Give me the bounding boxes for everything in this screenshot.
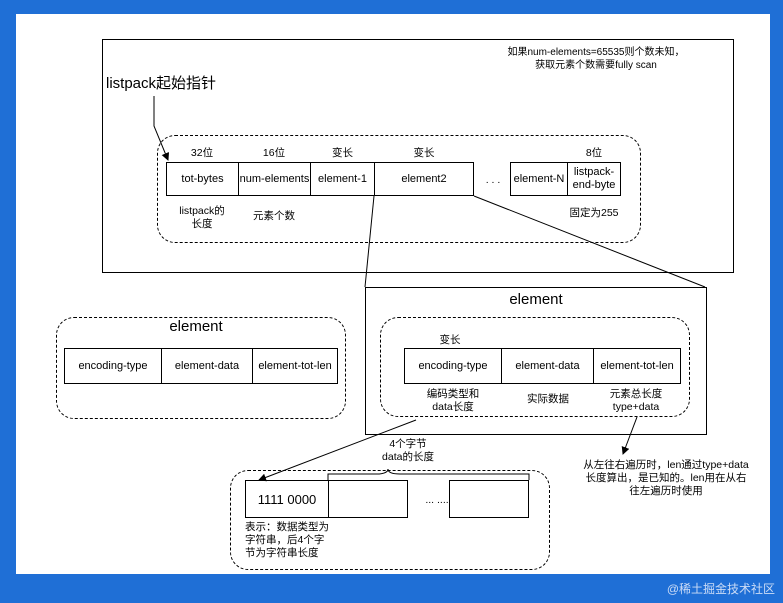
bytes-brace-label: 4个字节 data的长度 bbox=[382, 438, 434, 463]
width-label-numelements: 16位 bbox=[262, 147, 286, 159]
element-left-element-data: element-data bbox=[161, 348, 253, 384]
bytes-first-cell: 1111 0000 bbox=[245, 480, 329, 518]
diagram-canvas: 如果num-elements=65535则个数未知， 获取元素个数需要fully… bbox=[16, 14, 770, 574]
zoom-line-left bbox=[364, 195, 375, 288]
cell-element-n: element-N bbox=[510, 162, 568, 196]
element-right-width-label: 变长 bbox=[439, 334, 461, 346]
desc-tot-bytes: listpack的 长度 bbox=[179, 205, 225, 230]
element-left-title: element bbox=[169, 318, 223, 335]
width-label-element2: 变长 bbox=[413, 147, 435, 159]
num-elements-note: 如果num-elements=65535则个数未知， 获取元素个数需要fully… bbox=[507, 47, 685, 71]
element-right-dashed-group bbox=[380, 317, 690, 417]
listpack-frame bbox=[102, 39, 734, 273]
element-left-group bbox=[56, 317, 346, 419]
bytes-brace bbox=[327, 468, 530, 480]
pointer-arrow bbox=[153, 96, 170, 161]
bytes-dashed-group bbox=[230, 470, 550, 570]
totlen-note: 从左往右遍历时，len通过type+data 长度算出，是已知的。len用在从右… bbox=[583, 459, 749, 497]
listpack-dashed-group bbox=[157, 135, 641, 243]
element-right-desc-encoding: 编码类型和 data长度 bbox=[426, 388, 480, 413]
element-left-encoding-type: encoding-type bbox=[64, 348, 162, 384]
desc-num-elements: 元素个数 bbox=[253, 210, 295, 222]
element-right-title: element bbox=[509, 291, 563, 308]
top-ellipsis: . . . bbox=[485, 174, 501, 186]
element-right-desc-data: 实际数据 bbox=[527, 393, 569, 405]
totlen-to-note-arrow bbox=[621, 416, 638, 455]
element-right-element-tot-len: element-tot-len bbox=[593, 348, 681, 384]
cell-element-1: element-1 bbox=[310, 162, 375, 196]
element-right-encoding-type: encoding-type bbox=[404, 348, 502, 384]
width-label-element1: 变长 bbox=[332, 147, 353, 159]
desc-end-byte: 固定为255 bbox=[569, 207, 619, 219]
watermark: @稀土掘金技术社区 bbox=[666, 582, 775, 596]
connector-lines bbox=[153, 96, 706, 482]
cell-listpack-end-byte: listpack- end-byte bbox=[567, 162, 621, 196]
width-label-totbytes: 32位 bbox=[190, 147, 214, 159]
width-label-endbyte: 8位 bbox=[585, 147, 603, 159]
element-right-desc-totlen: 元素总长度 type+data bbox=[609, 388, 663, 413]
bytes-cell-last bbox=[449, 480, 529, 518]
bytes-ellipsis: ... .... bbox=[425, 494, 449, 506]
cell-element2: element2 bbox=[374, 162, 474, 196]
element-left-element-tot-len: element-tot-len bbox=[252, 348, 338, 384]
element-right-frame bbox=[365, 287, 707, 435]
bytes-cell-2 bbox=[328, 480, 408, 518]
cell-tot-bytes: tot-bytes bbox=[166, 162, 239, 196]
cell-num-elements: num-elements bbox=[238, 162, 311, 196]
bytes-desc: 表示：数据类型为 字符串，后4个字 节为字符串长度 bbox=[245, 521, 329, 559]
element-right-element-data: element-data bbox=[501, 348, 594, 384]
encoding-to-bytes-arrow bbox=[258, 419, 417, 482]
zoom-line-right bbox=[473, 195, 706, 288]
pointer-label: listpack起始指针 bbox=[106, 75, 217, 92]
